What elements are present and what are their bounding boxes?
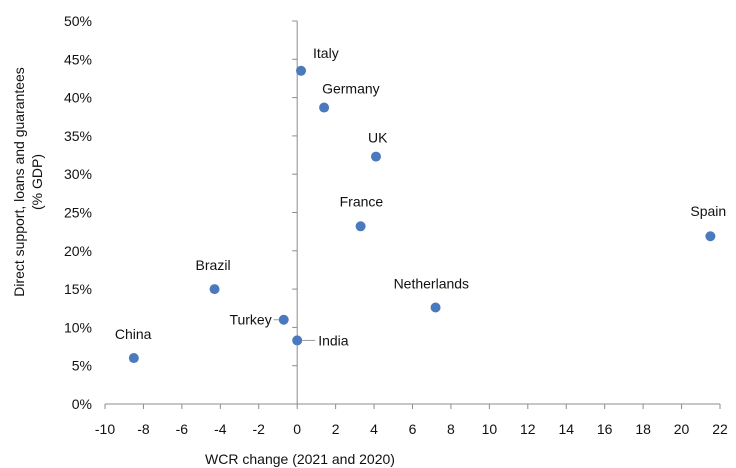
point-label-germany: Germany [322, 81, 380, 97]
point-label-turkey: Turkey [229, 312, 271, 328]
y-tick-label: 15% [64, 281, 92, 297]
x-tick-label: 10 [482, 421, 498, 437]
y-tick-label: 25% [64, 205, 92, 221]
x-tick-label: -2 [253, 421, 266, 437]
x-tick-label: 6 [409, 421, 417, 437]
point-label-italy: Italy [313, 45, 339, 61]
point-italy [296, 65, 307, 76]
y-axis-title: Direct support, loans and guarantees(% G… [11, 67, 45, 297]
x-tick-label: 0 [293, 421, 301, 437]
point-label-uk: UK [368, 130, 388, 146]
x-tick-label: 16 [597, 421, 613, 437]
x-axis-title: WCR change (2021 and 2020) [205, 451, 395, 467]
point-spain [705, 231, 716, 242]
x-tick-label: 22 [712, 421, 728, 437]
point-label-brazil: Brazil [196, 257, 231, 273]
y-tick-label: 10% [64, 319, 92, 335]
x-tick-label: 20 [674, 421, 690, 437]
x-tick-label: -6 [176, 421, 189, 437]
y-tick-label: 35% [64, 128, 92, 144]
x-tick-label: 14 [558, 421, 574, 437]
point-china [128, 353, 139, 364]
point-turkey [278, 314, 289, 325]
x-tick-label: 8 [447, 421, 455, 437]
y-tick-label: 5% [72, 358, 92, 374]
point-india [292, 335, 303, 346]
y-tick-label: 50% [64, 13, 92, 29]
x-tick-label: 12 [520, 421, 536, 437]
point-germany [319, 102, 330, 113]
point-label-china: China [115, 326, 152, 342]
y-tick-label: 30% [64, 166, 92, 182]
y-tick-label: 0% [72, 396, 92, 412]
point-france [355, 221, 366, 232]
y-tick-label: 20% [64, 243, 92, 259]
tick-labels: -10 -8 -6 -4 -2 0 2 4 6 8 10 12 14 16 18 20 22 0% 5% 10% 15%… [64, 13, 728, 437]
y-axis-title-line: (% GDP) [29, 154, 45, 210]
x-tick-label: -10 [95, 421, 115, 437]
point-netherlands [430, 302, 441, 313]
axis-titles: WCR change (2021 and 2020) Direct support… [11, 67, 395, 467]
y-tick-label: 40% [64, 90, 92, 106]
point-label-france: France [340, 193, 384, 209]
y-axis-title-line: Direct support, loans and guarantees [11, 67, 27, 297]
y-tick-label: 45% [64, 51, 92, 67]
x-tick-label: 18 [635, 421, 651, 437]
point-uk [370, 151, 381, 162]
point-label-india: India [318, 332, 349, 348]
x-tick-label: 4 [370, 421, 378, 437]
point-brazil [209, 284, 220, 295]
point-label-netherlands: Netherlands [394, 275, 470, 291]
point-label-spain: Spain [690, 203, 726, 219]
x-tick-label: -4 [214, 421, 227, 437]
x-tick-label: 2 [332, 421, 340, 437]
x-tick-label: -8 [137, 421, 150, 437]
axes-layer [104, 20, 721, 409]
